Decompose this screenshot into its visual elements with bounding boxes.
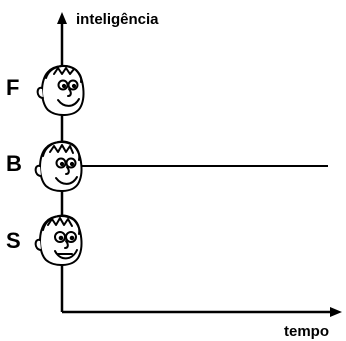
y-axis-arrowhead xyxy=(57,12,67,24)
x-axis-arrowhead xyxy=(330,307,342,317)
face-f-icon xyxy=(38,66,84,115)
level-label-s: S xyxy=(6,228,21,253)
y-axis-label: inteligência xyxy=(76,11,159,28)
x-axis xyxy=(62,307,342,317)
face-s-icon xyxy=(36,216,82,265)
level-label-f: F xyxy=(6,75,19,100)
x-axis-label: tempo xyxy=(284,323,329,340)
level-label-b: B xyxy=(6,151,22,176)
face-b-icon xyxy=(36,142,82,191)
